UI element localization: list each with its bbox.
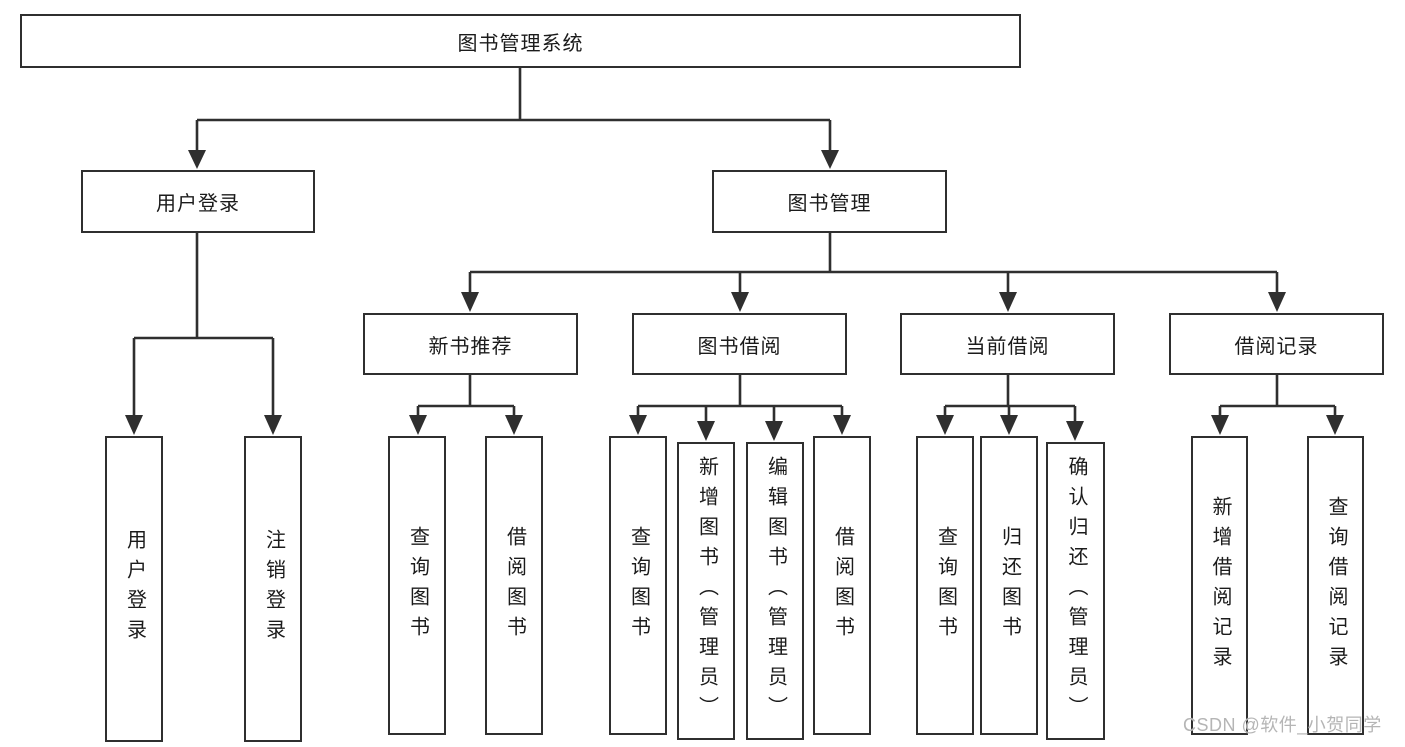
leaf-query-books-current: 查询图书 [916, 436, 974, 735]
node-new-book-recommendation: 新书推荐 [363, 313, 578, 375]
node-library-management-system: 图书管理系统 [20, 14, 1021, 68]
leaf-add-borrow-record-label: 新增借阅记录 [1209, 495, 1231, 676]
leaf-return-books: 归还图书 [980, 436, 1038, 735]
node-user-login: 用户登录 [81, 170, 315, 233]
leaf-add-borrow-record: 新增借阅记录 [1191, 436, 1248, 735]
leaf-query-books-current-label: 查询图书 [934, 525, 957, 646]
leaf-query-borrow-record: 查询借阅记录 [1307, 436, 1364, 735]
node-borrowing-records: 借阅记录 [1169, 313, 1384, 375]
leaf-user-login-label: 用户登录 [123, 529, 146, 649]
leaf-borrow-books-label: 借阅图书 [831, 525, 854, 646]
leaf-query-books-recommend: 查询图书 [388, 436, 446, 735]
leaf-add-books-admin: 新增图书（管理员） [677, 442, 735, 740]
leaf-borrow-books-recommend: 借阅图书 [485, 436, 543, 735]
node-book-borrowing: 图书借阅 [632, 313, 847, 375]
leaf-query-borrow-record-label: 查询借阅记录 [1325, 495, 1347, 676]
csdn-watermark: CSDN @软件_小贺同学 [1183, 715, 1382, 735]
leaf-edit-books-admin-label: 编辑图书（管理员） [764, 456, 787, 726]
leaf-query-books-borrow-label: 查询图书 [627, 525, 650, 646]
node-book-management: 图书管理 [712, 170, 947, 233]
leaf-user-login: 用户登录 [105, 436, 163, 742]
leaf-add-books-admin-label: 新增图书（管理员） [695, 456, 718, 726]
leaf-borrow-books-recommend-label: 借阅图书 [503, 525, 526, 646]
leaf-borrow-books: 借阅图书 [813, 436, 871, 735]
leaf-logout: 注销登录 [244, 436, 302, 742]
leaf-query-books-recommend-label: 查询图书 [406, 525, 429, 646]
leaf-confirm-return-admin: 确认归还（管理员） [1046, 442, 1105, 740]
leaf-confirm-return-admin-label: 确认归还（管理员） [1065, 456, 1087, 726]
leaf-query-books-borrow: 查询图书 [609, 436, 667, 735]
leaf-edit-books-admin: 编辑图书（管理员） [746, 442, 804, 740]
leaf-return-books-label: 归还图书 [998, 525, 1021, 646]
node-current-borrowing: 当前借阅 [900, 313, 1115, 375]
arrowhead-icons [125, 150, 1344, 441]
connector-lines [132, 68, 1337, 422]
leaf-logout-label: 注销登录 [262, 529, 285, 649]
